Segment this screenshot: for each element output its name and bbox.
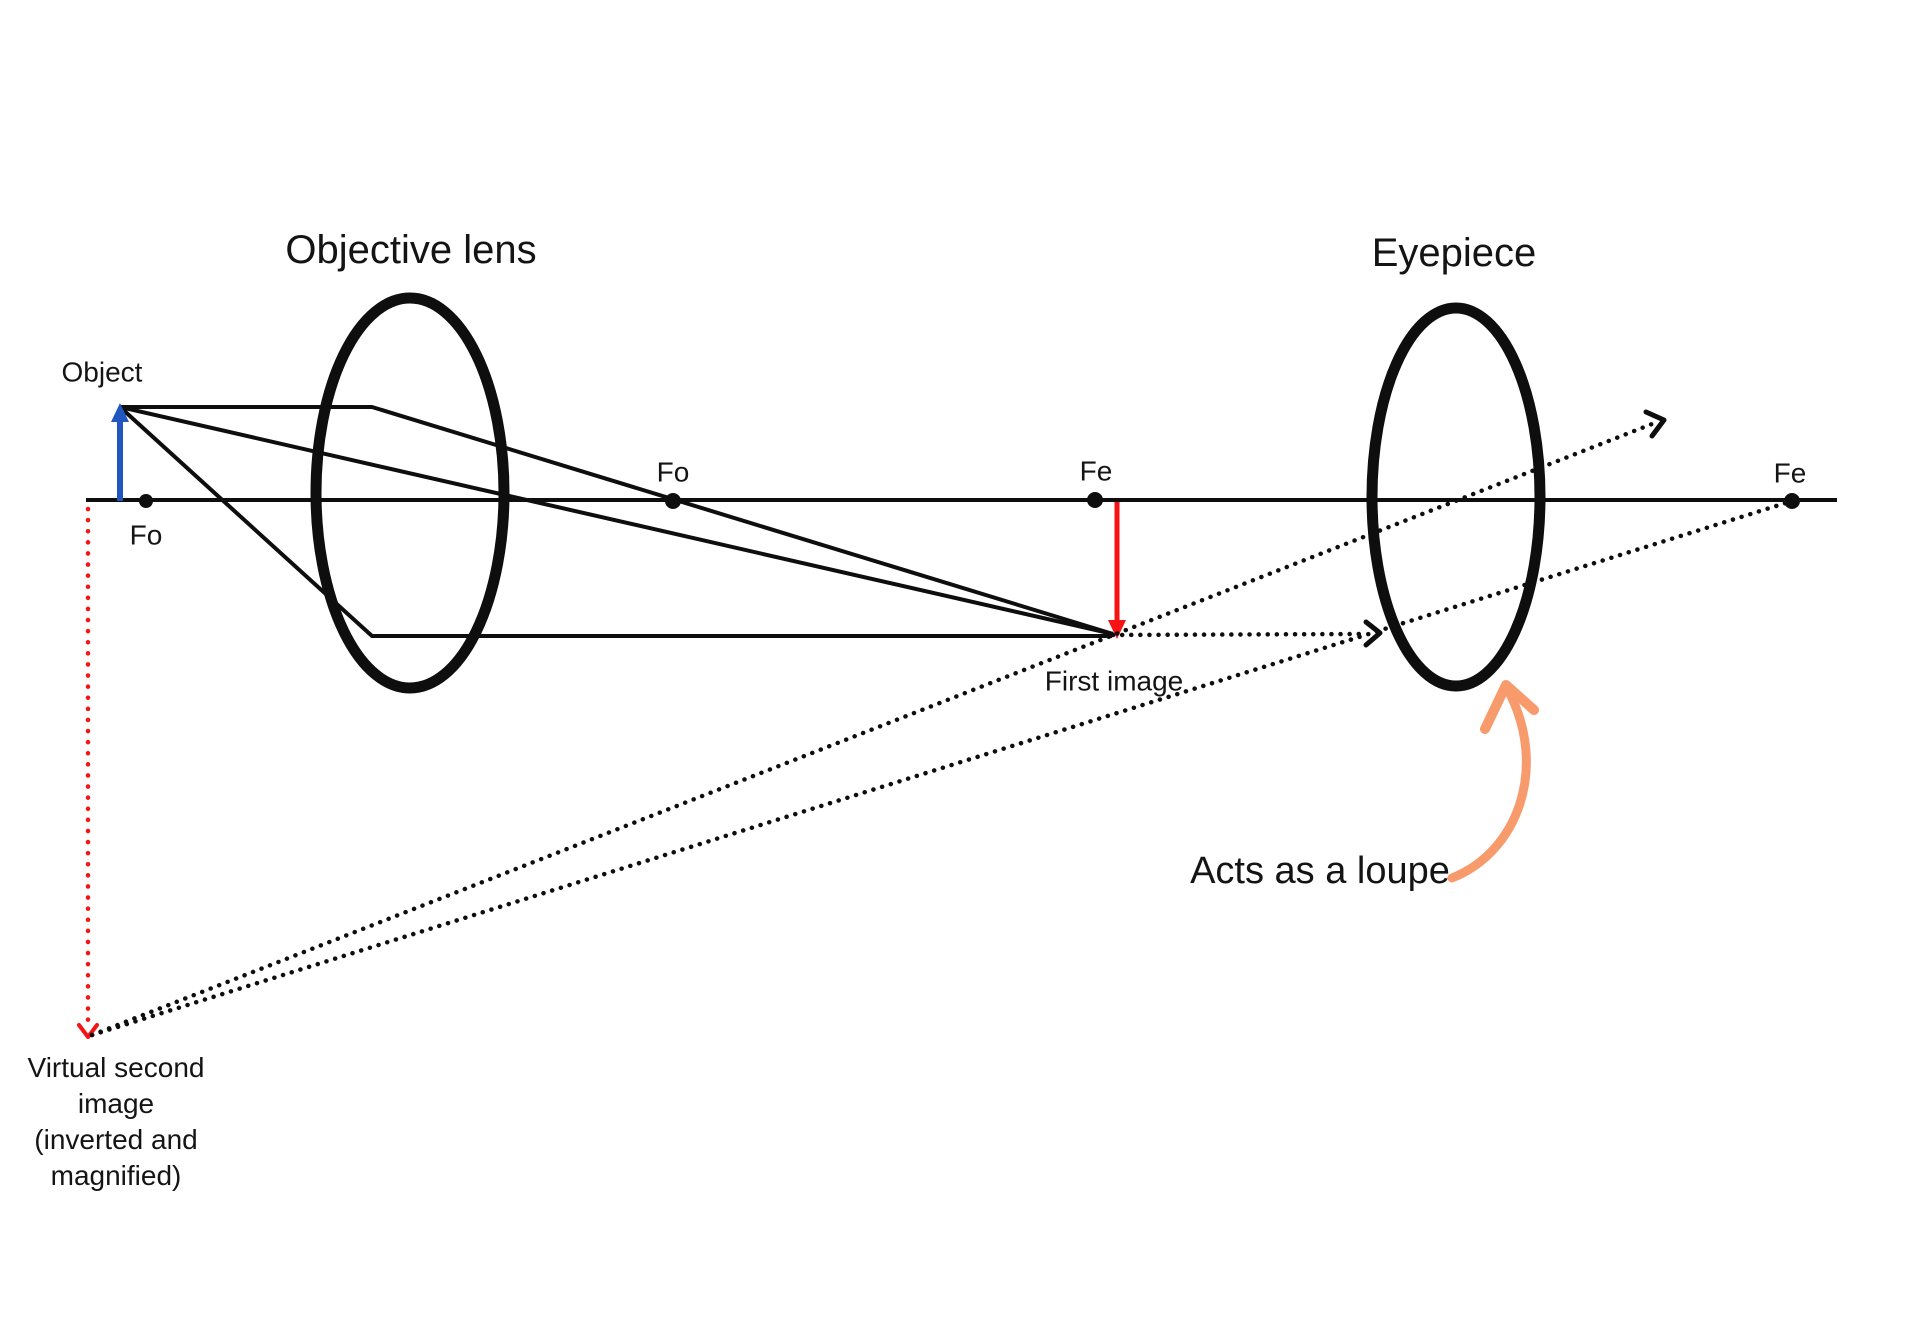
virtual-second-image-caption: Virtual second image (inverted and magni… [0,1050,276,1194]
fe-eyepiece-side-label: Fe [1773,457,1807,489]
object-arrow [111,403,129,501]
object-arrowhead [111,403,129,422]
objective-lens-title: Objective lens [285,228,537,272]
first-image-label: First image [1044,665,1184,697]
eyepiece-title: Eyepiece [1371,231,1537,275]
ray-first-image-to-eyepiece-dotted [1110,631,1365,638]
first-image-arrow [1108,502,1126,639]
focal-point-fe-objective-side-dot [1087,492,1103,508]
focal-point-fe-eyepiece-side-dot [1784,493,1800,509]
ray-through-lens-center [119,405,1114,636]
loupe-annotation-arrow [1447,680,1539,883]
ray-to-eyepiece-arrowhead [1363,619,1383,648]
ray-through-front-focus-then-parallel [118,405,1112,638]
focal-point-fo-object-side-dot [139,494,153,508]
focal-point-fo-image-side-dot [665,493,681,509]
fo-object-side-label: Fo [129,519,163,551]
virtual-second-image-arrow [77,506,99,1039]
loupe-annotation-arrowhead [1480,680,1539,734]
object-label: Object [61,356,143,388]
virtual-caption-line-1: Virtual second [27,1052,205,1083]
virtual-ray-through-eyepiece-center [89,409,1667,1038]
loupe-annotation-arrow-curve [1447,687,1531,883]
virtual-second-image-arrowhead [77,1023,99,1039]
ray-parallel-then-through-focus [120,405,1114,636]
fo-image-side-label: Fo [656,456,690,488]
loupe-note-label: Acts as a loupe [1190,850,1450,893]
fe-objective-side-label: Fe [1079,455,1113,487]
virtual-ray-through-fe-dotted [89,498,1795,1038]
ray-first-image-to-eyepiece [1110,619,1383,648]
eyepiece-lens-ellipse [1366,302,1546,692]
first-image-arrowhead [1108,620,1126,639]
objective-lens-ellipse [310,292,510,694]
virtual-ray-center-arrowhead [1643,409,1667,439]
virtual-caption-line-3: (inverted and [34,1124,198,1155]
virtual-caption-line-4: magnified) [50,1160,182,1191]
virtual-ray-center-dotted [89,421,1655,1038]
virtual-caption-line-2: image [77,1088,155,1119]
